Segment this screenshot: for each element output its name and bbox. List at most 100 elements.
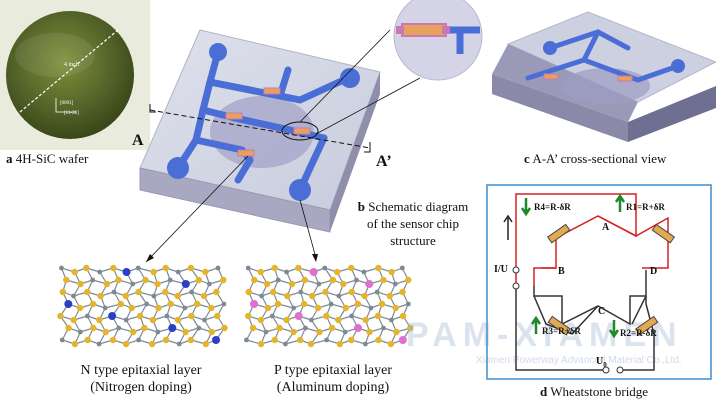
arrow-to-p-type: [299, 199, 317, 259]
lattice-atom: [196, 325, 202, 331]
lattice-atom: [144, 301, 150, 307]
p-type-line-2: (Aluminum doping): [276, 380, 390, 395]
lattice-atom: [187, 336, 195, 344]
label-r2: R2=R-δR: [620, 328, 657, 338]
lattice-atom: [130, 281, 136, 287]
lattice-atom: [361, 269, 367, 275]
caption-c-letter: c: [524, 151, 530, 166]
lattice-atom: [314, 304, 322, 312]
caption-p-type: P type epitaxial layer (Aluminum doping): [258, 362, 408, 396]
lattice-atom: [189, 289, 195, 295]
lattice-atom: [387, 340, 395, 348]
lattice-atom: [245, 265, 251, 271]
lattice-atom: [136, 337, 142, 343]
node-c: C: [598, 306, 605, 317]
lattice-atom: [176, 341, 182, 347]
lattice-atom: [220, 276, 227, 284]
lattice-atom: [136, 312, 144, 320]
lattice-atom: [215, 265, 221, 271]
lattice-atom: [362, 316, 369, 324]
lattice-atom: [374, 289, 380, 295]
lattice-atom: [59, 288, 67, 296]
lattice-atom: [84, 336, 91, 344]
lattice-atom: [407, 324, 414, 332]
section-label-a-prime: A’: [376, 153, 392, 170]
lattice-atom: [323, 312, 330, 320]
nitrogen-atom: [122, 268, 131, 276]
node-a: A: [602, 222, 610, 233]
input-label: I/U: [494, 264, 508, 275]
lattice-atom: [202, 317, 207, 323]
lattice-atom: [102, 305, 108, 311]
lattice-atom: [151, 293, 157, 299]
lattice-atom: [269, 313, 275, 319]
wafer-image: 4 inch [0001] [11-20]: [0, 0, 150, 150]
lattice-atom: [301, 276, 309, 284]
lattice-atom: [63, 276, 70, 284]
lattice-atom: [148, 340, 156, 348]
lattice-atom: [130, 328, 137, 336]
lattice-atom: [162, 336, 170, 344]
lattice-atom: [328, 301, 334, 307]
lattice-atom: [309, 292, 316, 300]
lattice-atom: [374, 312, 382, 320]
lattice-atom: [208, 304, 215, 312]
lattice-atom: [375, 264, 382, 272]
n-type-line-2: (Nitrogen doping): [90, 380, 192, 395]
lattice-atom: [202, 340, 210, 348]
label-r3: R3=R+δR: [542, 326, 581, 336]
wafer-direction-2: [11-20]: [64, 111, 79, 116]
watermark-sub: Xiamen Powerway Advanced Material Co.,Lt…: [476, 355, 682, 366]
lattice-atom: [167, 300, 174, 308]
lattice-atom: [368, 305, 374, 311]
lattice-atom: [381, 325, 386, 331]
bridge-black-path: [515, 286, 606, 371]
aluminum-atom: [365, 280, 374, 288]
lattice-atom: [149, 316, 157, 324]
lattice-atom: [386, 292, 394, 300]
lattice-atom: [291, 305, 296, 311]
caption-b-letter: b: [357, 199, 365, 214]
lattice-atom: [257, 268, 264, 276]
caption-b-line-2: of the sensor chip: [366, 216, 460, 231]
lattice-atom: [342, 304, 349, 312]
lattice-atom: [257, 316, 265, 324]
lattice-atom: [110, 264, 117, 272]
magnified-view: [393, 0, 483, 81]
lattice-atom: [316, 281, 322, 287]
lattice-atom: [298, 289, 304, 295]
lattice-atom: [109, 336, 117, 344]
lattice-atom: [96, 341, 102, 347]
lattice-atom: [221, 324, 228, 332]
magnified-piezoresistor: [401, 23, 447, 37]
lattice-atom: [275, 277, 281, 283]
lattice-atom: [214, 312, 221, 320]
lattice-atom: [336, 340, 344, 348]
lattice-atom: [366, 328, 373, 336]
bridge-box-border: [486, 184, 712, 380]
lattice-atom: [276, 324, 283, 332]
lattice-atom: [164, 313, 170, 319]
lattice-atom: [135, 265, 141, 271]
cross-section-front: [492, 74, 628, 142]
lattice-atom: [328, 324, 336, 332]
lattice-atom: [284, 269, 290, 275]
caption-a: a 4H-SiC wafer: [6, 150, 88, 167]
lattice-atom: [141, 324, 148, 332]
lattice-atom: [182, 305, 188, 311]
lattice-atom: [324, 337, 330, 343]
lattice-atom: [128, 304, 135, 312]
p-type-line-1: P type epitaxial layer: [273, 363, 393, 378]
aluminum-atom: [354, 324, 363, 332]
label-r4: R4=R-δR: [534, 202, 571, 212]
lattice-atom: [123, 317, 129, 323]
lattice-atom: [308, 317, 314, 323]
lattice-atom: [295, 264, 302, 272]
p-type-atomic-structure: [244, 264, 414, 348]
lattice-atom: [271, 336, 278, 344]
lattice-atom: [300, 300, 308, 308]
lattice-atom: [316, 328, 323, 336]
lattice-atom: [348, 336, 355, 344]
lattice-atom: [71, 340, 79, 348]
caption-d: d Wheatstone bridge: [540, 383, 648, 400]
